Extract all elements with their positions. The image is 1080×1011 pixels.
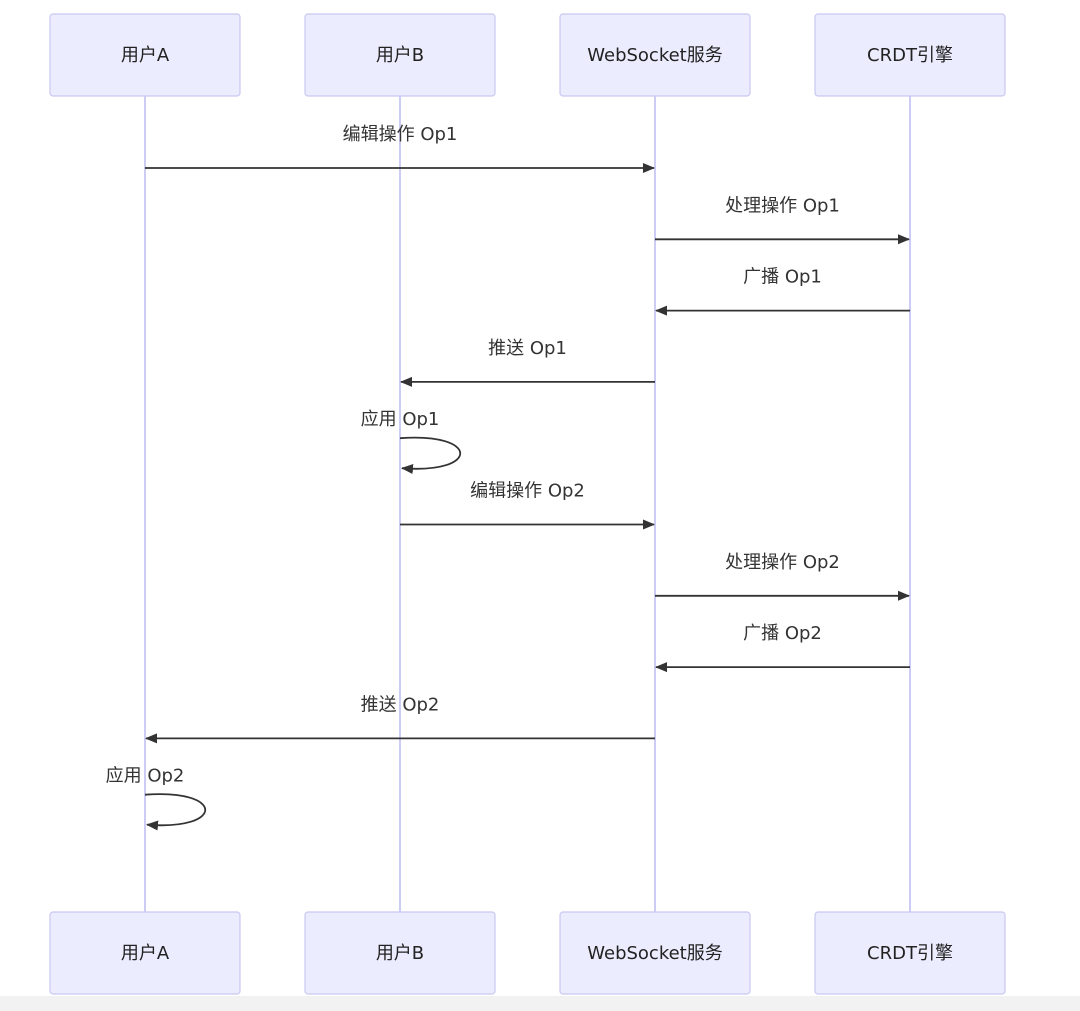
actor-box	[49, 13, 241, 97]
self-message-arrow	[399, 436, 461, 475]
message-label: 应用 Op2	[106, 766, 185, 787]
message-label: 广播 Op2	[743, 623, 822, 644]
actor-userA-top: 用户A	[49, 13, 241, 97]
actor-box	[304, 13, 496, 97]
message-5: 应用 Op1	[361, 409, 461, 475]
message-label: 编辑操作 Op2	[470, 481, 585, 502]
actor-box	[304, 911, 496, 995]
actor-box	[814, 911, 1006, 995]
actor-box	[559, 911, 751, 995]
actor-userB-top: 用户B	[304, 13, 496, 97]
actor-box	[559, 13, 751, 97]
message-8: 广播 Op2	[655, 623, 910, 673]
actor-label: CRDT引擎	[867, 943, 953, 964]
message-10: 应用 Op2	[106, 766, 206, 831]
message-6: 编辑操作 Op2	[400, 481, 655, 530]
actor-label: 用户B	[376, 45, 424, 66]
message-4: 推送 Op1	[400, 338, 655, 387]
message-label: 推送 Op1	[488, 338, 567, 359]
actor-label: CRDT引擎	[867, 45, 953, 66]
actor-box	[49, 911, 241, 995]
actor-userB-bottom: 用户B	[304, 911, 496, 995]
actor-label: 用户A	[121, 943, 170, 964]
self-message-arrow	[144, 793, 206, 831]
message-label: 编辑操作 Op1	[343, 124, 458, 145]
actor-userA-bottom: 用户A	[49, 911, 241, 995]
bottom-edge-strip	[0, 996, 1080, 1011]
actor-ws-bottom: WebSocket服务	[559, 911, 751, 995]
message-7: 处理操作 Op2	[655, 552, 910, 601]
message-label: 推送 Op2	[361, 694, 440, 715]
message-label: 应用 Op1	[361, 409, 440, 430]
message-2: 处理操作 Op1	[655, 195, 910, 245]
message-9: 推送 Op2	[145, 694, 655, 744]
actor-label: 用户B	[376, 943, 424, 964]
actor-label: 用户A	[121, 45, 170, 66]
message-3: 广播 Op1	[655, 267, 910, 316]
message-label: 广播 Op1	[743, 267, 822, 288]
actor-crdt-top: CRDT引擎	[814, 13, 1006, 97]
actor-label: WebSocket服务	[587, 943, 723, 964]
actor-label: WebSocket服务	[587, 45, 723, 66]
actor-crdt-bottom: CRDT引擎	[814, 911, 1006, 995]
message-label: 处理操作 Op2	[725, 552, 840, 573]
message-label: 处理操作 Op1	[725, 195, 840, 216]
actor-ws-top: WebSocket服务	[559, 13, 751, 97]
actor-box	[814, 13, 1006, 97]
message-1: 编辑操作 Op1	[145, 124, 655, 173]
